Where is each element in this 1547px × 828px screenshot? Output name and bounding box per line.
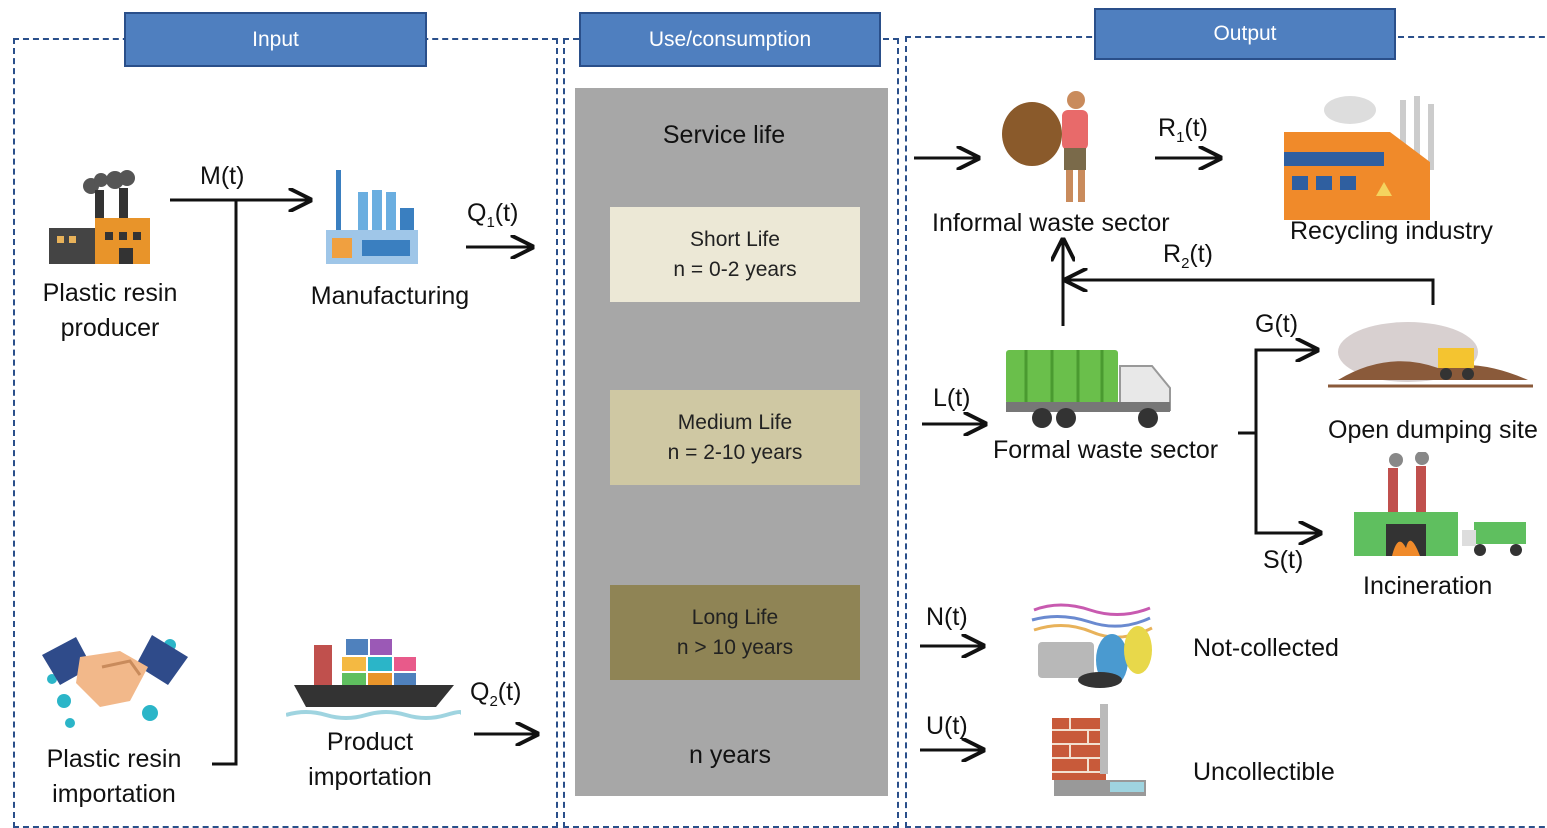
long-life-title: Long Life — [691, 605, 779, 629]
short-life-range: n = 0-2 years — [673, 257, 797, 281]
g-flow-label: G(t) — [1255, 310, 1299, 338]
garbage-truck-icon — [1006, 350, 1171, 428]
s-flow-label: S(t) — [1263, 546, 1304, 574]
plastic-resin-importation-label: Plastic resin importation — [46, 745, 182, 808]
service-life-title: Service life — [662, 121, 786, 149]
uncollectible-label: Uncollectible — [1193, 758, 1335, 786]
incinerator-icon — [1354, 452, 1526, 556]
u-flow-label: U(t) — [926, 712, 968, 740]
recycling-industry-label: Recycling industry — [1290, 217, 1493, 245]
litter-icon — [1031, 603, 1153, 688]
medium-life-title: Medium Life — [677, 410, 793, 434]
factory-icon — [49, 170, 150, 264]
recycling-factory-icon — [1284, 96, 1434, 220]
line-importation — [212, 200, 238, 766]
output-header: Output — [1094, 8, 1396, 60]
long-life-range: n > 10 years — [676, 635, 794, 659]
input-header: Input — [124, 12, 427, 67]
arrow-r2 — [1066, 280, 1435, 305]
plastic-resin-producer-label: Plastic resin producer — [42, 279, 178, 342]
dump-site-icon — [1328, 322, 1533, 388]
handshake-icon — [42, 635, 188, 728]
manufacturing-plant-icon — [326, 170, 418, 264]
wall-drain-icon — [1052, 704, 1146, 796]
q1-flow-label: Q1(t) — [467, 199, 519, 231]
l-flow-label: L(t) — [933, 384, 971, 412]
arrow-g — [1254, 350, 1317, 533]
product-importation-label: Product importation — [308, 728, 432, 791]
n-flow-label: N(t) — [926, 603, 968, 631]
medium-life-range: n = 2-10 years — [667, 440, 803, 464]
short-life-title: Short Life — [690, 227, 780, 251]
use-header: Use/consumption — [579, 12, 881, 67]
n-years-label: n years — [689, 741, 771, 769]
waste-picker-icon — [1002, 91, 1088, 202]
arrow-s — [1254, 433, 1320, 533]
short-life-box: Short Life n = 0-2 years — [610, 207, 860, 302]
open-dumping-site-label: Open dumping site — [1328, 416, 1538, 444]
incineration-label: Incineration — [1363, 572, 1493, 600]
r1-flow-label: R1(t) — [1158, 114, 1209, 146]
medium-life-box: Medium Life n = 2-10 years — [610, 390, 860, 485]
r2-flow-label: R2(t) — [1163, 240, 1214, 272]
manufacturing-label: Manufacturing — [310, 282, 470, 310]
cargo-ship-icon — [286, 639, 461, 720]
informal-waste-sector-label: Informal waste sector — [932, 209, 1170, 237]
m-flow-label: M(t) — [200, 162, 245, 190]
q2-flow-label: Q2(t) — [470, 678, 522, 710]
long-life-box: Long Life n > 10 years — [610, 585, 860, 680]
not-collected-label: Not-collected — [1193, 634, 1339, 662]
formal-waste-sector-label: Formal waste sector — [993, 436, 1219, 464]
